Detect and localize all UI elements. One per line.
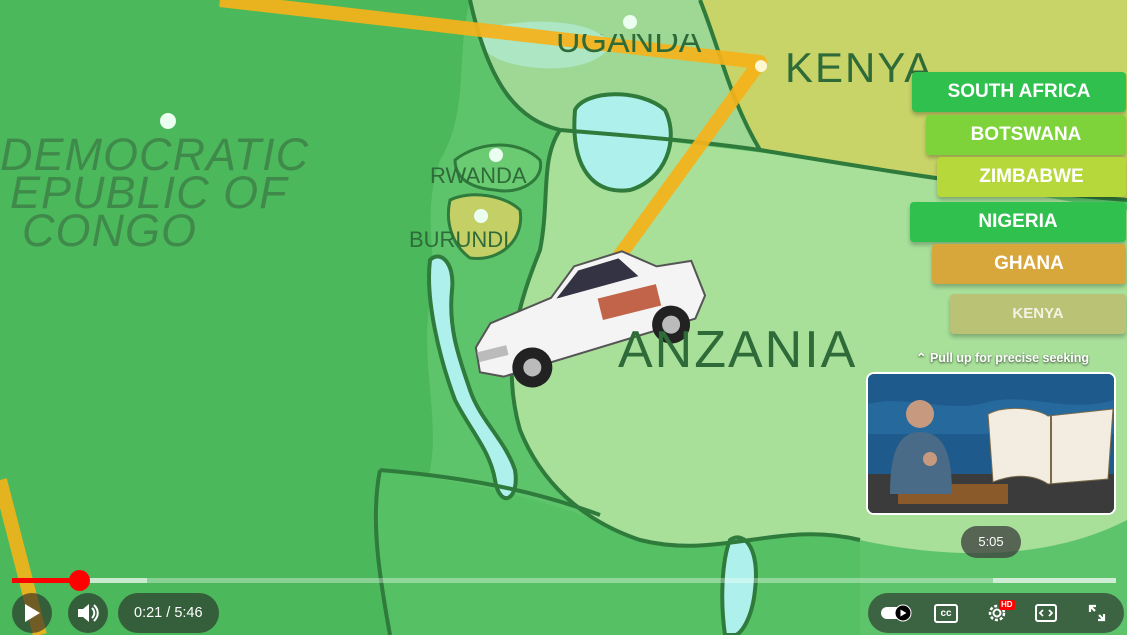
- country-tag-kenya: KENYA: [950, 294, 1126, 334]
- hd-badge: HD: [999, 600, 1015, 610]
- preview-timestamp: 5:05: [961, 526, 1021, 558]
- country-tag-botswana: BOTSWANA: [926, 115, 1126, 155]
- progress-hover-segment: [993, 578, 1116, 583]
- current-time: 0:21: [134, 605, 163, 621]
- map-label-burundi: BURUNDI: [409, 227, 510, 252]
- fullscreen-button[interactable]: [1082, 599, 1112, 627]
- map-label-drc: DEMOCRATIC EPUBLIC OF CONGO: [0, 129, 310, 256]
- progress-bar[interactable]: [12, 570, 1116, 591]
- captions-icon: cc: [934, 603, 958, 623]
- truck-graphic: [474, 250, 707, 388]
- volume-button[interactable]: [68, 593, 108, 633]
- progress-played: [12, 578, 80, 583]
- settings-button[interactable]: HD: [982, 599, 1015, 627]
- duration: 5:46: [174, 605, 203, 621]
- seek-hint: ⌃ Pull up for precise seeking: [916, 351, 1090, 365]
- seek-preview-thumbnail: [866, 372, 1116, 515]
- preview-image: [868, 374, 1114, 513]
- time-display: 0:21 / 5:46: [118, 593, 219, 633]
- country-tag-nigeria: NIGERIA: [910, 202, 1126, 242]
- captions-button[interactable]: cc: [931, 599, 961, 627]
- country-tag-ghana: GHANA: [932, 244, 1126, 284]
- map-label-rwanda: RWANDA: [430, 163, 527, 188]
- volume-icon: [78, 604, 99, 622]
- miniplayer-button[interactable]: [1031, 599, 1061, 627]
- chevron-up-icon: ⌃: [916, 351, 927, 365]
- time-separator: /: [162, 605, 175, 621]
- gear-icon: [988, 604, 1006, 622]
- map-label-kenya: KENYA: [785, 44, 935, 91]
- play-icon: [25, 604, 40, 622]
- fullscreen-icon: [1088, 604, 1106, 622]
- map-label-uganda: UGANDA: [556, 22, 702, 60]
- play-button[interactable]: [12, 593, 52, 633]
- autoplay-toggle[interactable]: [880, 599, 914, 627]
- miniplayer-icon: [1035, 604, 1057, 622]
- map-label-tanzania: ANZANIA: [618, 321, 858, 379]
- country-tag-south-africa: SOUTH AFRICA: [912, 72, 1126, 112]
- autoplay-toggle-icon: [881, 604, 912, 622]
- country-tag-zimbabwe: ZIMBABWE: [937, 157, 1126, 197]
- scrubber-handle[interactable]: [69, 570, 91, 591]
